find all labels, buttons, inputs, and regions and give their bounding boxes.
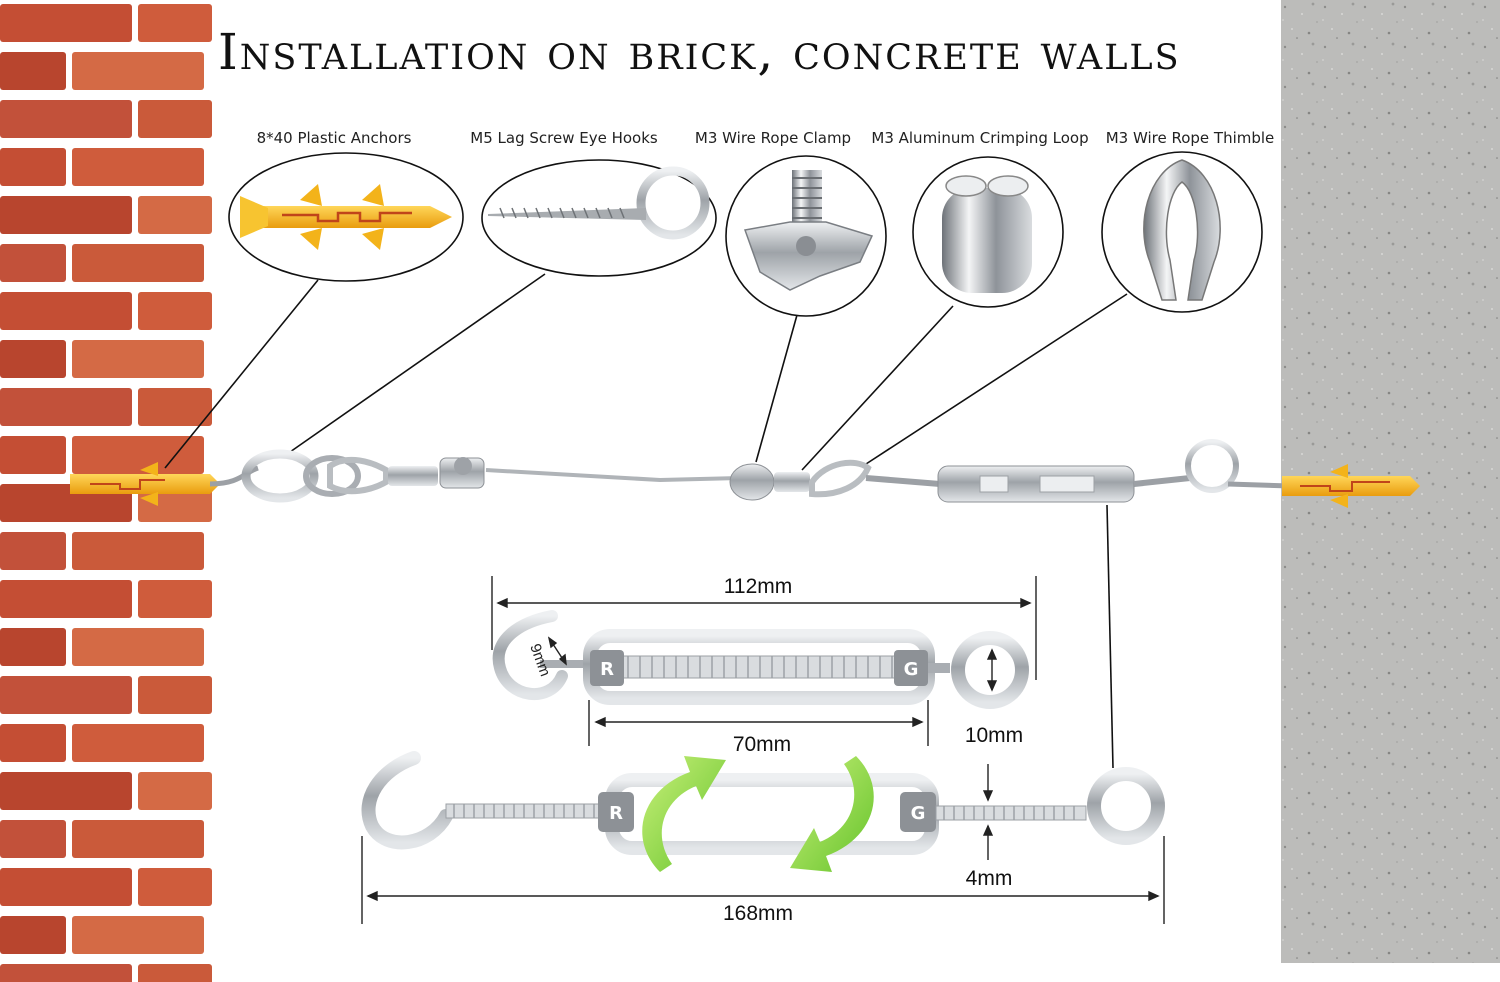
- brick: [72, 628, 204, 666]
- left-crimp-sleeve: [388, 466, 438, 486]
- left-plastic-anchor: [70, 462, 220, 506]
- closed-hook: [492, 610, 568, 701]
- brick: [138, 388, 212, 426]
- brick: [72, 340, 204, 378]
- brick: [0, 388, 132, 426]
- dimension-10mm: 10mm: [964, 724, 1024, 747]
- brick: [138, 772, 212, 810]
- closed-left-letter: R: [600, 659, 614, 680]
- brick: [0, 436, 66, 474]
- brick: [0, 292, 132, 330]
- eye-hook-callout: [481, 159, 717, 277]
- brick: [72, 916, 204, 954]
- brick: [0, 868, 132, 906]
- brick: [72, 52, 204, 90]
- label-crimping-loop: M3 Aluminum Crimping Loop: [871, 129, 1089, 147]
- right-eye-ring: [1185, 439, 1239, 493]
- dimension-lines: [361, 576, 1165, 924]
- brick: [0, 580, 132, 618]
- brick: [138, 964, 212, 982]
- rotate-arrow-up: [642, 756, 726, 872]
- label-wire-rope-thimble: M3 Wire Rope Thimble: [1105, 129, 1275, 147]
- rotate-arrow-down: [790, 756, 874, 872]
- open-right-letter: G: [911, 803, 926, 824]
- brick: [0, 52, 66, 90]
- crimping-loop-callout: [912, 156, 1064, 308]
- brick: [0, 916, 66, 954]
- turnbuckle-installed: [937, 465, 1135, 503]
- left-wire-clamp: [439, 457, 485, 489]
- label-plastic-anchors: 8*40 Plastic Anchors: [256, 129, 412, 147]
- label-wire-rope-clamp: M3 Wire Rope Clamp: [694, 129, 852, 147]
- wire-rope-thimble-icon: [1143, 159, 1221, 301]
- brick: [72, 724, 204, 762]
- brick: [72, 820, 204, 858]
- right-plastic-anchor: [1282, 464, 1420, 508]
- brick: [0, 100, 132, 138]
- left-thimble: [327, 456, 389, 495]
- eye-hook-icon: [488, 166, 710, 240]
- brick: [0, 244, 66, 282]
- brick: [138, 196, 212, 234]
- leader-lines: [164, 273, 1128, 769]
- brick: [0, 628, 66, 666]
- dimension-70mm: 70mm: [732, 733, 792, 756]
- brick: [138, 4, 212, 42]
- label-eye-hooks: M5 Lag Screw Eye Hooks: [470, 129, 658, 147]
- brick: [0, 340, 66, 378]
- left-eye-ring: [241, 449, 319, 503]
- plastic-anchor-callout: [228, 152, 464, 282]
- turnbuckle-open: [361, 751, 1165, 872]
- brick: [72, 148, 204, 186]
- wire-rope-clamp-callout: [725, 155, 887, 317]
- closed-right-letter: G: [904, 659, 919, 680]
- wire-rope-thimble-callout: [1101, 151, 1263, 313]
- brick: [138, 100, 212, 138]
- brick: [72, 436, 204, 474]
- left-eye-hook: [209, 465, 259, 487]
- brick: [138, 676, 212, 714]
- dimension-112mm: 112mm: [723, 575, 793, 598]
- page-title: Installation on brick, concrete walls: [218, 23, 1181, 81]
- brick: [0, 820, 66, 858]
- brick: [0, 772, 132, 810]
- middle-wire-clamp: [729, 463, 775, 501]
- brick: [72, 244, 204, 282]
- plastic-anchor-icon: [240, 184, 452, 250]
- brick: [0, 532, 66, 570]
- turnbuckle-closed: [492, 610, 1029, 709]
- rigging-assembly: [70, 439, 1420, 508]
- brick: [138, 868, 212, 906]
- middle-crimp-sleeve: [774, 472, 810, 492]
- brick: [0, 4, 132, 42]
- dimension-4mm: 4mm: [965, 867, 1013, 890]
- open-hook: [361, 751, 453, 850]
- wire-rope: [485, 468, 741, 483]
- brick: [0, 196, 132, 234]
- brick: [138, 580, 212, 618]
- brick: [72, 532, 204, 570]
- right-eye-hook: [1227, 481, 1291, 489]
- dimension-168mm: 168mm: [722, 902, 794, 925]
- brick: [138, 292, 212, 330]
- hook-gap-label: 9mm: [526, 642, 553, 679]
- brick: [0, 148, 66, 186]
- brick: [0, 724, 66, 762]
- brick: [0, 964, 132, 982]
- middle-thimble: [809, 459, 872, 498]
- crimping-loop-icon: [942, 175, 1032, 293]
- closed-eye: [951, 631, 1029, 709]
- open-left-letter: R: [609, 803, 623, 824]
- open-eye: [1087, 767, 1165, 845]
- wire-rope-clamp-icon: [743, 170, 874, 291]
- brick: [0, 676, 132, 714]
